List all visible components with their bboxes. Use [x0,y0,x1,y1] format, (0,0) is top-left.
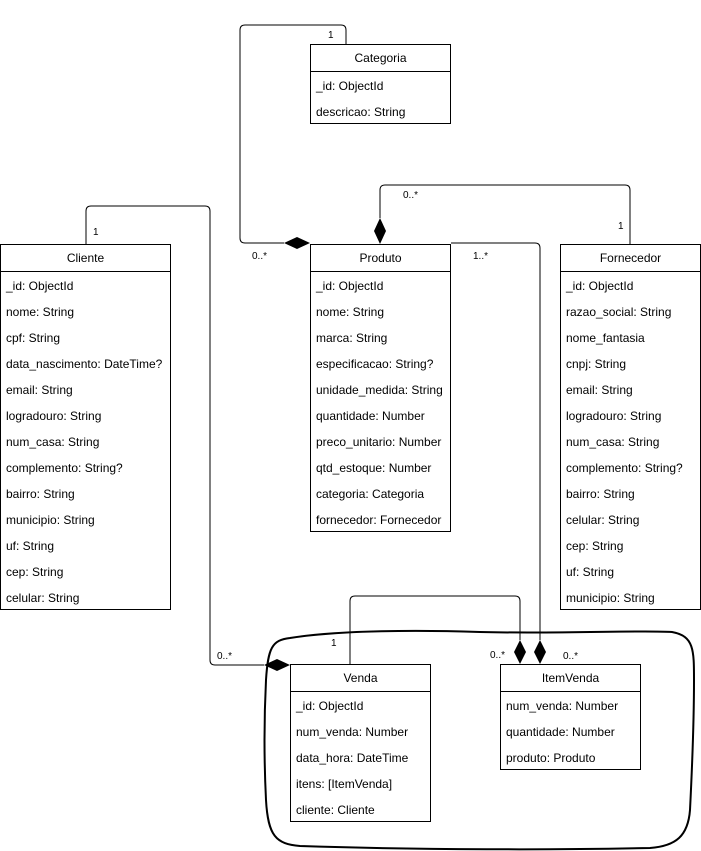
class-attribute: especificacao: String? [316,357,434,371]
multiplicity-label: 0..* [217,651,233,662]
class-attribute: categoria: Categoria [316,487,425,501]
class-attribute: cliente: Cliente [296,803,375,817]
class-attribute: unidade_medida: String [316,383,443,397]
assoc-produto-itemvenda [451,242,541,640]
class-attribute: _id: ObjectId [6,279,74,293]
assoc-categoria-produto [239,24,347,244]
class-attribute: num_venda: Number [506,699,619,713]
class-attribute: _id: ObjectId [566,279,634,293]
multiplicity-label: 1 [618,221,624,232]
class-attribute: _id: ObjectId [296,699,364,713]
class-attribute: fornecedor: Fornecedor [316,513,442,527]
class-attribute: nome_fantasia [566,331,645,345]
composition-diamond-produto [534,640,546,664]
composition-diamond-venda [514,640,526,664]
class-attribute: nome: String [6,305,75,319]
class-attribute: bairro: String [566,487,635,501]
class-attribute: email: String [6,383,73,397]
class-attribute: cpf: String [6,331,61,345]
class-attribute: descricao: String [316,105,406,119]
class-attribute: uf: String [566,565,615,579]
class-attribute: cep: String [566,539,624,553]
class-attribute: uf: String [6,539,55,553]
sales-group-boundary [263,629,696,851]
class-title: ItemVenda [501,665,640,692]
class-itemvenda[interactable]: ItemVenda num_venda: Number quantidade: … [500,664,641,770]
class-attribute: quantidade: Number [316,409,425,423]
class-attribute: itens: [ItemVenda] [296,777,393,791]
composition-diamond-cliente [264,659,290,671]
class-attribute: email: String [566,383,633,397]
class-attribute: celular: String [566,513,640,527]
class-categoria[interactable]: Categoria _id: ObjectId descricao: Strin… [310,44,451,124]
class-attribute: num_casa: String [566,435,660,449]
class-attribute: bairro: String [6,487,75,501]
class-attribute: cep: String [6,565,64,579]
class-attribute: municipio: String [566,591,655,605]
class-attribute: logradouro: String [566,409,662,423]
multiplicity-label: 1 [328,30,334,41]
class-attribute: nome: String [316,305,385,319]
class-attribute: qtd_estoque: Number [316,461,432,475]
class-title: Fornecedor [561,245,700,272]
class-attribute: municipio: String [6,513,95,527]
class-attribute: marca: String [316,331,388,345]
class-title: Produto [311,245,450,272]
class-attribute: data_nascimento: DateTime? [6,357,163,371]
multiplicity-label: 0..* [490,650,506,661]
composition-diamond-categoria [284,237,310,249]
class-cliente[interactable]: Cliente _id: ObjectId nome: String cpf: … [0,244,171,610]
class-attribute: complemento: String? [566,461,683,475]
composition-diamond-fornecedor [374,218,386,244]
class-attribute: _id: ObjectId [316,279,384,293]
multiplicity-label: 0..* [252,251,268,262]
class-attribute: data_hora: DateTime [296,751,409,765]
multiplicity-label: 1..* [473,251,489,262]
class-title: Categoria [311,45,450,72]
class-attribute: num_casa: String [6,435,100,449]
multiplicity-label: 0..* [563,651,579,662]
class-attribute: produto: Produto [506,751,596,765]
class-attribute: logradouro: String [6,409,102,423]
class-attribute: quantidade: Number [506,725,615,739]
class-title: Cliente [1,245,170,272]
multiplicity-label: 1 [93,227,99,238]
class-produto[interactable]: Produto _id: ObjectId nome: String marca… [310,244,451,532]
class-title: Venda [291,665,430,692]
assoc-produto-fornecedor [379,184,631,244]
assoc-cliente-venda [85,205,264,666]
class-venda[interactable]: Venda _id: ObjectId num_venda: Number da… [290,664,431,822]
class-attribute: celular: String [6,591,80,605]
multiplicity-label: 0..* [403,190,419,201]
class-fornecedor[interactable]: Fornecedor _id: ObjectId razao_social: S… [560,244,701,610]
class-attribute: complemento: String? [6,461,123,475]
class-attribute: _id: ObjectId [316,79,384,93]
class-attribute: razao_social: String [566,305,672,319]
assoc-venda-itemvenda [349,595,521,664]
class-attribute: preco_unitario: Number [316,435,442,449]
class-attribute: num_venda: Number [296,725,409,739]
multiplicity-label: 1 [331,638,337,649]
class-attribute: cnpj: String [566,357,627,371]
